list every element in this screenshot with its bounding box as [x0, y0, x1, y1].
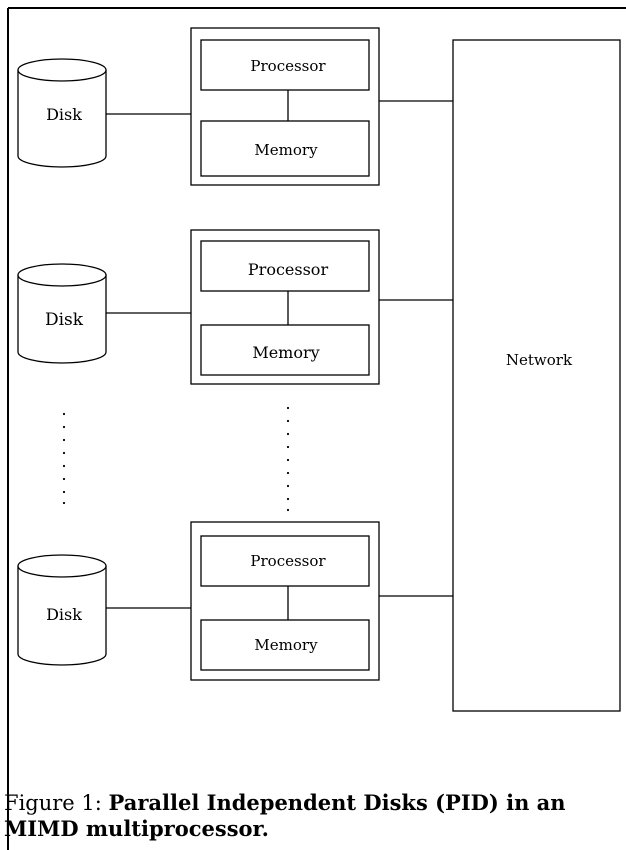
disk-2: Disk — [17, 263, 107, 364]
processor-label: Processor — [250, 552, 326, 570]
processor-label: Processor — [250, 57, 326, 75]
caption-title: Parallel Independent Disks (PID) in an M… — [4, 790, 566, 841]
processor-box — [200, 240, 370, 292]
node-3: Processor Memory — [190, 521, 380, 681]
caption-figure-number: Figure 1: — [4, 791, 109, 815]
memory-label: Memory — [254, 141, 318, 159]
memory-box — [200, 324, 370, 376]
disk-ellipsis-dots — [62, 412, 66, 505]
network-box — [452, 39, 621, 712]
figure-caption: Figure 1: Parallel Independent Disks (PI… — [4, 790, 624, 842]
disk-3: Disk — [17, 554, 107, 666]
disk-label: Disk — [46, 105, 82, 124]
network-label: Network — [506, 351, 573, 369]
network: Network — [452, 39, 621, 712]
disk-1: Disk — [17, 58, 107, 168]
memory-label: Memory — [254, 636, 318, 654]
processor-box — [200, 535, 370, 587]
processor-label: Processor — [248, 260, 329, 279]
disk-label: Disk — [45, 310, 84, 330]
processor-box — [200, 39, 370, 91]
node-1: Processor Memory — [190, 27, 380, 186]
memory-box — [200, 619, 370, 671]
node-ellipsis-dots — [286, 406, 290, 512]
memory-box — [200, 120, 370, 177]
disk-label: Disk — [46, 605, 82, 624]
node-2: Processor Memory — [190, 229, 380, 385]
memory-label: Memory — [252, 343, 319, 362]
